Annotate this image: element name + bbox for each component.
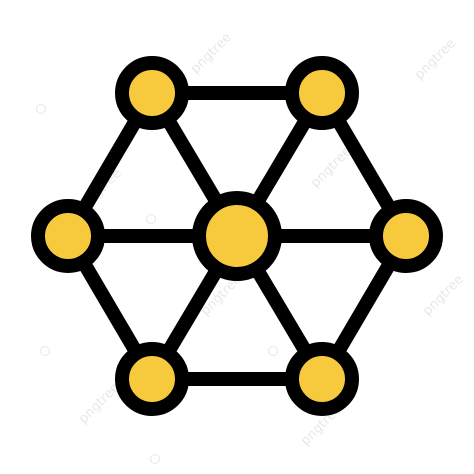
node-bottom-left bbox=[115, 342, 189, 416]
watermark-logo bbox=[40, 346, 50, 356]
network-nodes bbox=[31, 56, 443, 416]
node-bottom-right bbox=[285, 342, 359, 416]
watermark-logo bbox=[150, 454, 160, 464]
node-left bbox=[31, 199, 105, 273]
watermark-logo bbox=[146, 214, 156, 224]
node-top-right bbox=[285, 56, 359, 130]
node-center bbox=[192, 191, 282, 281]
watermark-logo bbox=[36, 104, 46, 114]
watermark-logo bbox=[268, 346, 278, 356]
node-top-left bbox=[115, 56, 189, 130]
node-right bbox=[369, 199, 443, 273]
